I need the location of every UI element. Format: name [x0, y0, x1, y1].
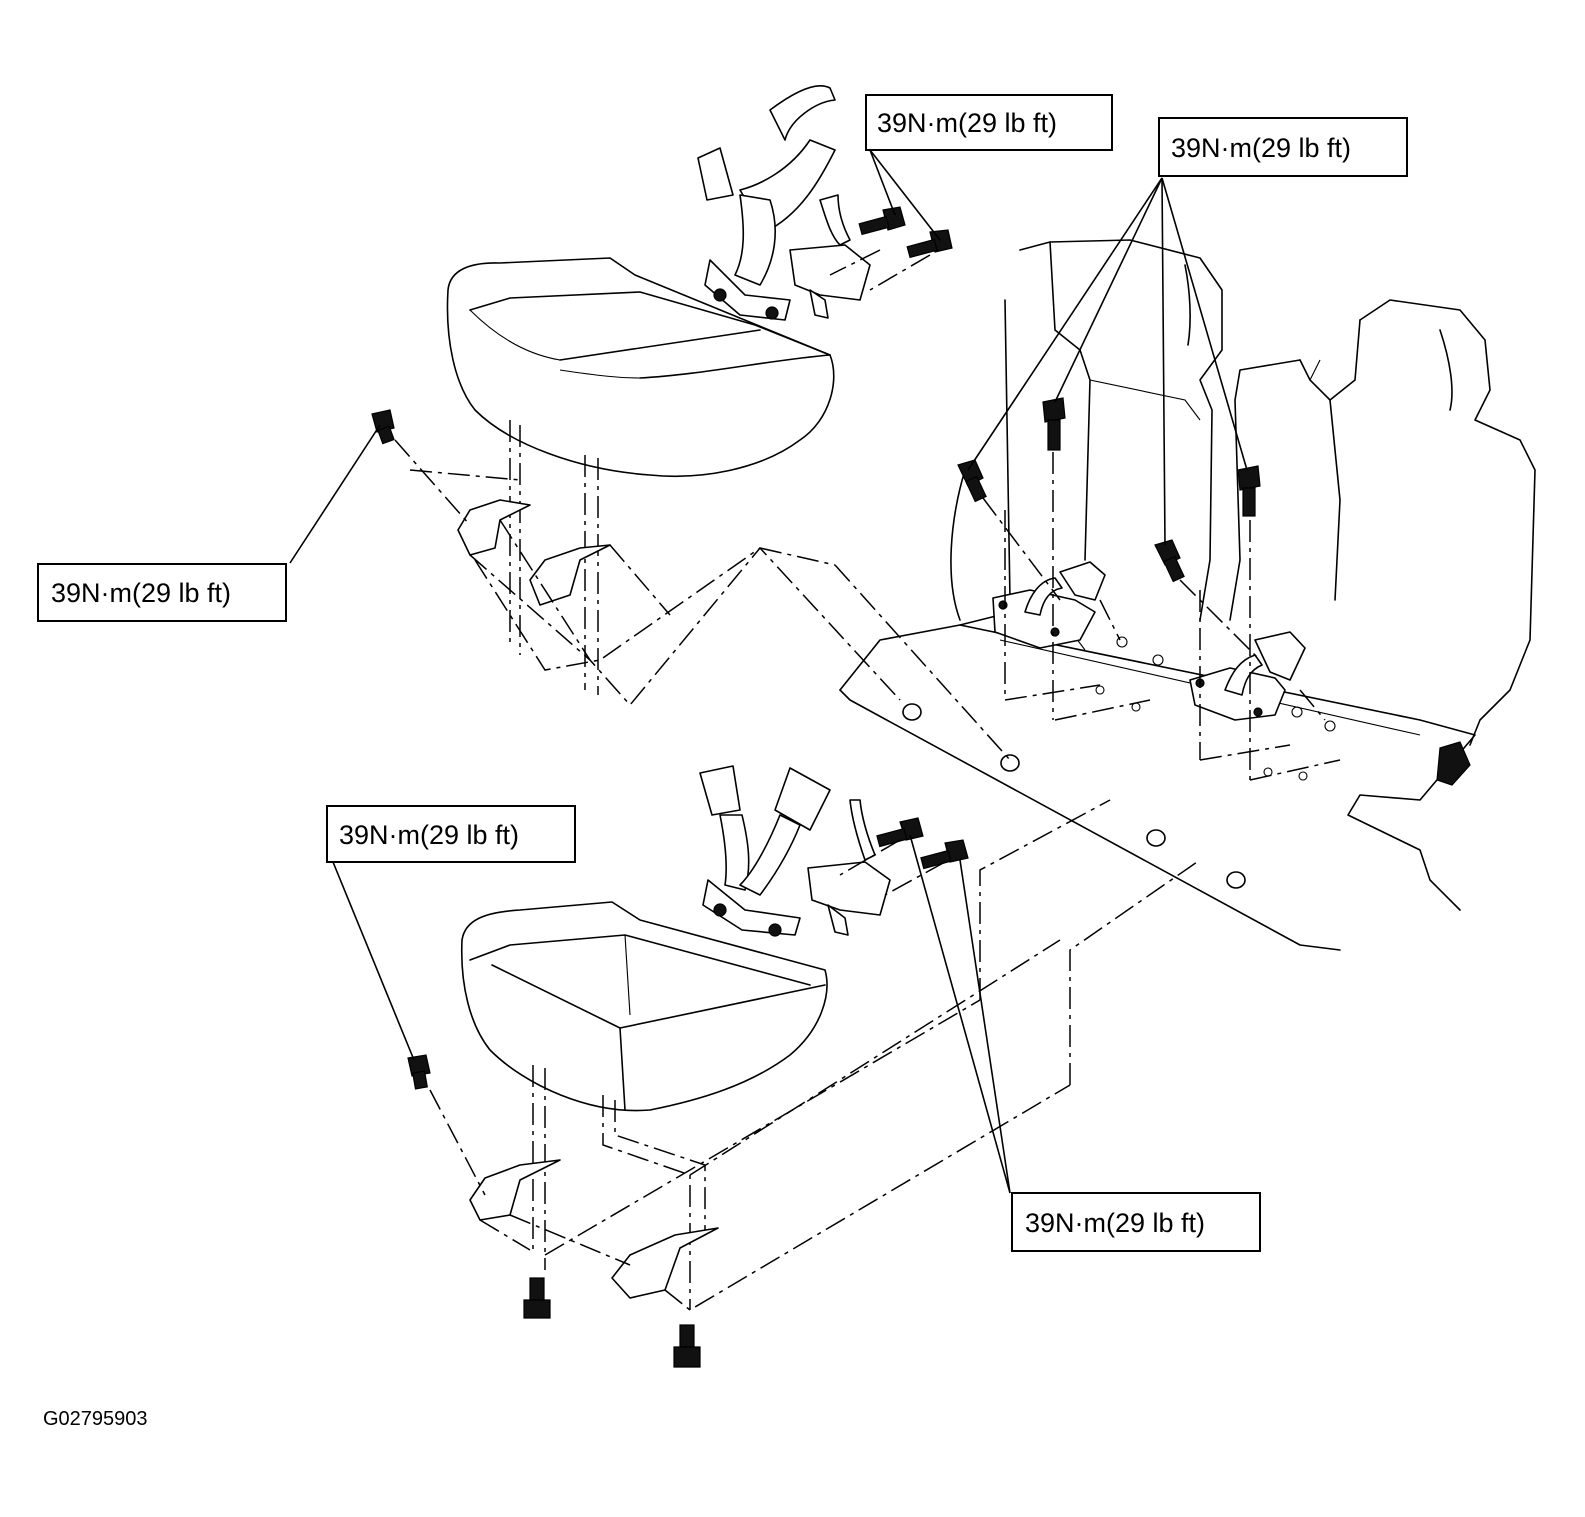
floor-anchor-right	[1189, 631, 1306, 721]
callout-label: 39N·m(29 lb ft)	[877, 108, 1057, 138]
bolt-icon	[1237, 465, 1261, 517]
floor-holes	[902, 636, 1336, 889]
callout-rear-anchor-bolts: 39N·m(29 lb ft)	[1158, 117, 1408, 177]
seat-belt-buckle	[699, 765, 891, 937]
bolt-icon	[957, 459, 987, 503]
upper-dash-lines	[394, 249, 1011, 761]
callout-leaders	[289, 149, 1248, 1194]
bolt-icon	[523, 1277, 551, 1319]
callout-label: 39N·m(29 lb ft)	[51, 578, 231, 608]
seat-cushion	[446, 257, 835, 478]
seat-belt-buckle	[697, 85, 871, 321]
rear-seat-back	[950, 239, 1536, 786]
callout-label: 39N·m(29 lb ft)	[1171, 133, 1351, 163]
callout-label: 39N·m(29 lb ft)	[1025, 1208, 1205, 1238]
bolt-icon	[906, 229, 953, 259]
bolt-icon	[920, 839, 969, 870]
floor-bracket	[457, 499, 611, 606]
callout-lower-seat-belt-bolts: 39N·m(29 lb ft)	[1011, 1192, 1261, 1252]
bolt-icon	[371, 409, 395, 445]
callout-upper-seat-belt-bolts: 39N·m(29 lb ft)	[865, 94, 1113, 151]
callout-lower-seat-bracket-bolt: 39N·m(29 lb ft)	[326, 805, 576, 863]
seat-cushion	[460, 901, 828, 1112]
bolt-icon	[407, 1054, 431, 1090]
lower-dash-lines	[429, 799, 1201, 1311]
callout-label: 39N·m(29 lb ft)	[339, 820, 519, 850]
figure-code: G02795903	[43, 1408, 148, 1430]
bolt-icon	[673, 1324, 701, 1368]
upper-seat-legs	[509, 420, 599, 695]
bolt-icon	[858, 206, 906, 236]
rear-dash-lines	[982, 452, 1341, 781]
callout-upper-seat-bracket-bolt: 39N·m(29 lb ft)	[37, 563, 287, 622]
floor-bracket	[469, 1159, 719, 1299]
bolt-icon	[876, 817, 924, 848]
bolt-icon	[1042, 397, 1066, 451]
bolt-icon	[1154, 539, 1185, 583]
